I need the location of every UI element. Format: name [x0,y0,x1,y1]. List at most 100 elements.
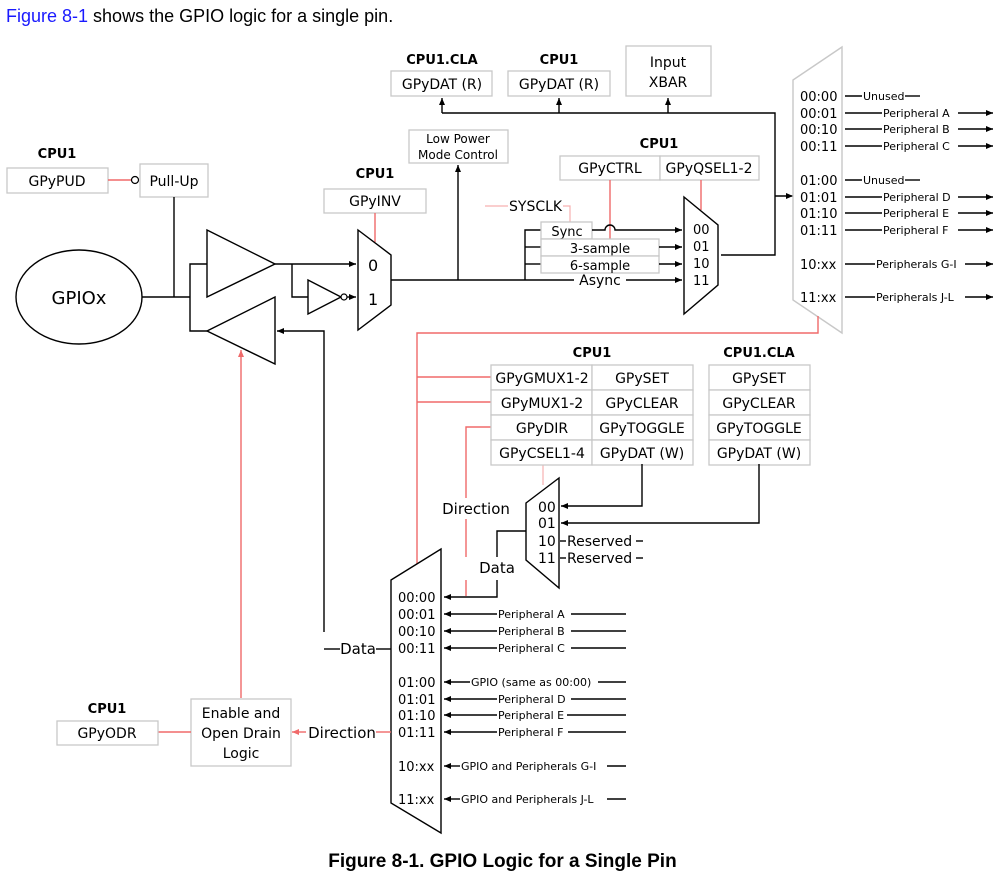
select-code: 00:01 [398,608,435,623]
three-sample-box: 3-sample [540,238,660,257]
register-cell [708,414,811,441]
register-name: GPyCSEL1-4 [499,446,585,462]
select-code: 00:11 [398,642,435,657]
qual-registers: GPyCTRL GPyQSEL1-2 [559,155,760,181]
open-drain-logic-box: Enable and Open Drain Logic [190,698,292,767]
intro-text: shows the GPIO logic for a single pin. [88,6,394,26]
input-mux-row: 01:11 Peripheral F [800,224,993,239]
select-code: 01:00 [800,174,837,189]
select-code: 11:xx [800,291,837,306]
output-label: Peripheral B [883,123,950,136]
csel-data-wire-2 [444,580,498,600]
register-name: GPyCLEAR [722,396,796,412]
select-code: 01:01 [800,191,837,206]
output-mux-row: 00:01 Peripheral A [398,608,626,623]
register-name: GPyMUX1-2 [501,396,583,412]
output-label: Peripheral A [883,107,950,120]
csel-in-11: 11 [538,551,556,567]
register-name: GPySET [732,371,786,387]
register-name: GPyDIR [516,421,568,437]
register-name: GPyCLEAR [605,396,679,412]
input-label: Peripheral C [498,642,565,655]
select-code: 01:11 [800,224,837,239]
qual-fanout-wire [524,229,541,280]
register-cpu1-cla-gpydat-r: CPU1.CLA GPyDAT (R) [390,53,493,97]
reserved-label-10: Reserved [567,534,632,550]
reserved-label-11: Reserved [567,551,632,567]
csel-in-00: 00 [538,500,556,516]
register-name: GPyTOGGLE [599,421,685,437]
select-code: 01:01 [398,693,435,708]
xbar-line2: XBAR [649,75,688,91]
inverter-icon [307,278,343,316]
inverting-bubble-icon [130,175,140,185]
cla-regs-owner: CPU1.CLA [723,346,795,361]
buffer-split-wire [189,263,207,332]
register-name: GPyDAT (W) [717,446,801,462]
xbar-line1: Input [650,55,687,71]
output-label: Peripheral C [883,140,950,153]
input-label: Peripheral F [498,726,563,739]
input-mux-row: 10:xx Peripherals G-I [800,258,993,273]
qual-in-01: 01 [693,240,710,255]
csel-in-01: 01 [538,516,556,532]
input-buffer-icon [206,228,277,299]
register-name: GPySET [615,371,669,387]
select-code: 00:01 [800,107,837,122]
input-label: Peripheral D [498,693,566,706]
pull-up-box: Pull-Up [139,163,209,198]
select-code: 01:00 [398,676,435,691]
inverter-bubble-icon [340,293,348,301]
output-label: Peripheral D [883,191,951,204]
register-cell [591,364,694,391]
owner-label: CPU1 [38,147,77,162]
mux-select-control-line [416,316,819,565]
output-data-wire [277,328,325,632]
sysclk-label: SYSCLK [509,199,563,215]
select-code: 01:11 [398,726,435,741]
async-label-bg [574,274,626,286]
register-name: GPyPUD [28,174,85,190]
owner-label: CPU1.CLA [406,53,478,68]
dir-control-line [465,426,491,498]
figure-link[interactable]: Figure 8-1 [6,6,89,26]
register-name: GPyGMUX1-2 [495,371,588,387]
input-label: GPIO and Peripherals G-I [461,760,596,773]
output-mux-row: 01:11 Peripheral F [398,726,626,741]
csel-data-wire-1 [496,530,526,557]
od-line2: Open Drain [201,726,281,742]
select-code: 10:xx [800,258,837,273]
register-gpyinv: CPU1 GPyINV [323,167,427,214]
output-label: Peripherals J-L [876,291,955,304]
mux-input-0: 0 [368,256,378,275]
qual-owner-label: CPU1 [640,137,679,152]
input-label: Peripheral A [498,608,565,621]
intro-sentence: Figure 8-1 shows the GPIO logic for a si… [6,6,393,27]
qualification-mux [683,195,719,316]
output-label: Unused [863,90,904,103]
select-code: 00:10 [398,625,435,640]
to-inverter-wire [291,264,308,298]
direction-label: Direction [442,500,510,518]
qual-in-11: 11 [693,274,710,289]
select-code: 00:10 [800,123,837,138]
input-mux-row: 00:10 Peripheral B [800,123,993,138]
output-label: Peripherals G-I [876,258,957,271]
od-line1: Enable and [202,706,280,722]
register-name: GPyINV [349,194,401,210]
output-mux-row: 00:00 [398,591,435,606]
output-label: Peripheral F [883,224,948,237]
register-cell [591,389,694,416]
low-power-mode-control-box: Low Power Mode Control [408,129,509,164]
input-label: GPIO and Peripherals J-L [461,793,594,806]
three-sample-label: 3-sample [570,242,630,257]
pin-name: GPIOx [52,288,107,309]
